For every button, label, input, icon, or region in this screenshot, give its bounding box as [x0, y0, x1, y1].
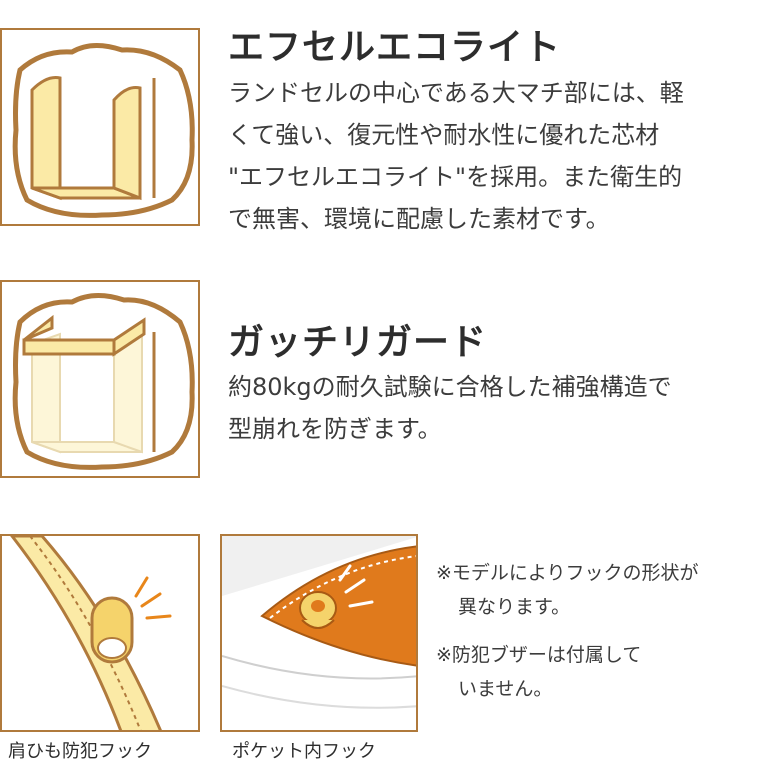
- feature1-line: くて強い、復元性や耐水性に優れた芯材: [228, 121, 660, 149]
- feature1-title: エフセルエコライト: [228, 27, 562, 68]
- feature2-line: 型崩れを防ぎます。: [228, 415, 442, 443]
- guard-illustration: [0, 280, 200, 478]
- note-line: いません。: [458, 678, 553, 700]
- shoulder-hook-caption: 肩ひも防犯フック: [8, 741, 152, 762]
- feature1-line: で無害、環境に配慮した素材です。: [228, 205, 610, 233]
- feature2-title: ガッチリガード: [228, 322, 488, 363]
- feature1-line: ランドセルの中心である大マチ部には、軽: [228, 79, 684, 107]
- feature1-line: "エフセルエコライト"を採用。また衛生的: [228, 163, 683, 191]
- reinforced-frame-icon: [12, 293, 195, 470]
- hook-shape-note: ※モデルによりフックの形状が 異なります。: [436, 560, 699, 620]
- feature2-description: 約80kgの耐久試験に合格した補強構造で 型崩れを防ぎます。: [228, 366, 758, 450]
- shoulder-hook-illustration: [0, 534, 200, 732]
- note-line: ※モデルによりフックの形状が: [436, 562, 699, 584]
- shoulder-strap-hook-icon: [10, 536, 172, 730]
- note-line: ※防犯ブザーは付属して: [436, 644, 642, 666]
- backpack-frame-icon: [12, 43, 195, 218]
- pocket-hook-illustration: [220, 534, 418, 732]
- feature1-description: ランドセルの中心である大マチ部には、軽 くて強い、復元性や耐水性に優れた芯材 "…: [228, 72, 758, 240]
- pocket-hook-icon: [222, 536, 416, 730]
- buzzer-note: ※防犯ブザーは付属して いません。: [436, 642, 641, 702]
- feature2-line: 約80kgの耐久試験に合格した補強構造で: [228, 373, 672, 401]
- note-line: 異なります。: [458, 596, 571, 618]
- eco-light-illustration: [0, 28, 200, 226]
- pocket-hook-caption: ポケット内フック: [232, 741, 376, 762]
